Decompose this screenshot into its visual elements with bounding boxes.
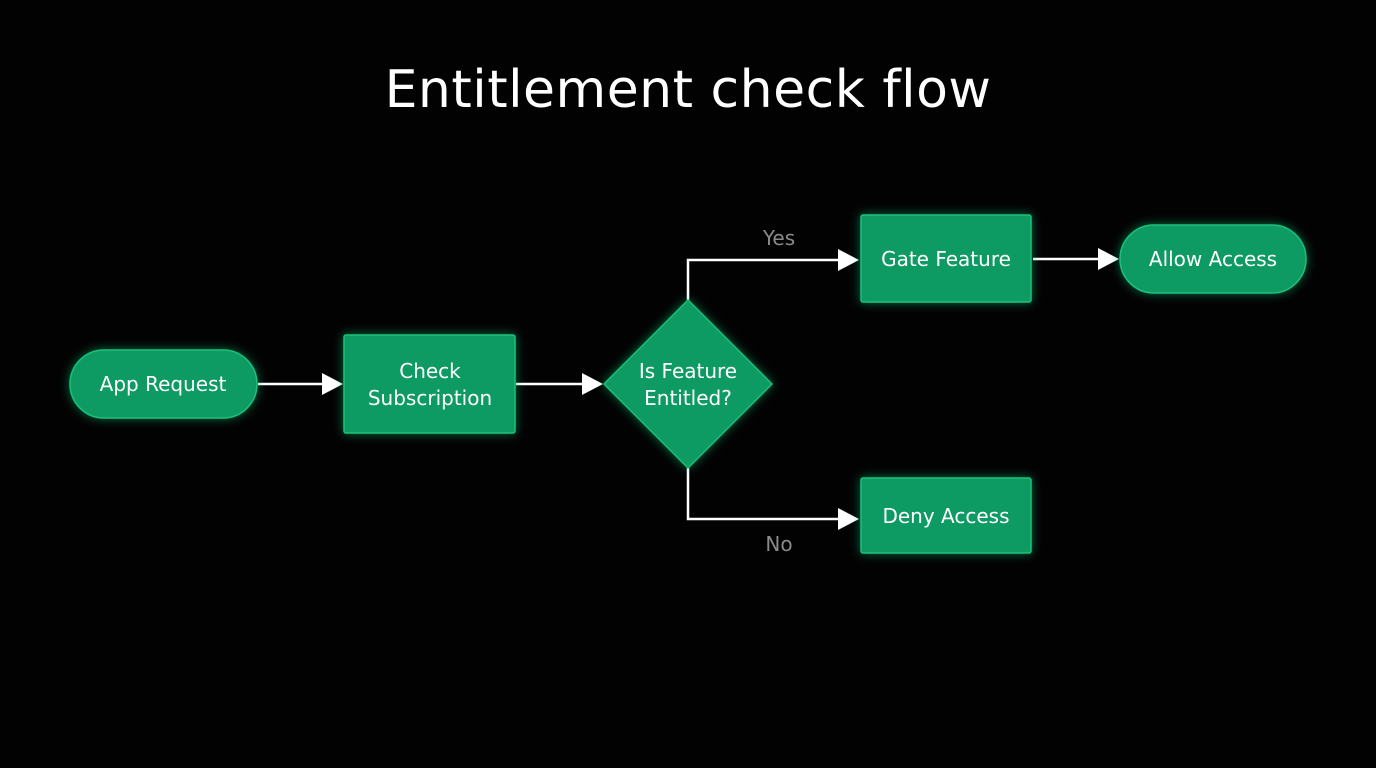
node-is-feature-entitled-label-line2: Entitled? xyxy=(644,386,732,410)
edge-check-to-decision xyxy=(516,373,603,395)
node-allow-access xyxy=(1119,224,1307,294)
edge-label-yes: Yes xyxy=(762,226,795,250)
node-is-feature-entitled xyxy=(602,298,774,470)
node-check-subscription xyxy=(343,334,516,434)
edge-app-to-check xyxy=(258,373,343,395)
node-is-feature-entitled-label-line1: Is Feature xyxy=(639,359,737,383)
node-deny-access xyxy=(860,477,1032,554)
edge-gate-to-allow xyxy=(1033,248,1119,270)
node-deny-access-label: Deny Access xyxy=(882,504,1009,528)
node-check-subscription-label-line1: Check xyxy=(399,359,461,383)
edge-label-no: No xyxy=(765,532,792,556)
node-check-subscription-label-line2: Subscription xyxy=(368,386,492,410)
edge-decision-yes xyxy=(686,249,859,300)
node-allow-access-label: Allow Access xyxy=(1149,247,1277,271)
diagram-title: Entitlement check flow xyxy=(384,60,992,120)
node-gate-feature-label: Gate Feature xyxy=(881,247,1011,271)
node-app-request-label: App Request xyxy=(100,372,227,396)
node-app-request xyxy=(69,349,258,419)
edge-decision-no xyxy=(686,468,859,530)
node-gate-feature xyxy=(860,214,1032,303)
